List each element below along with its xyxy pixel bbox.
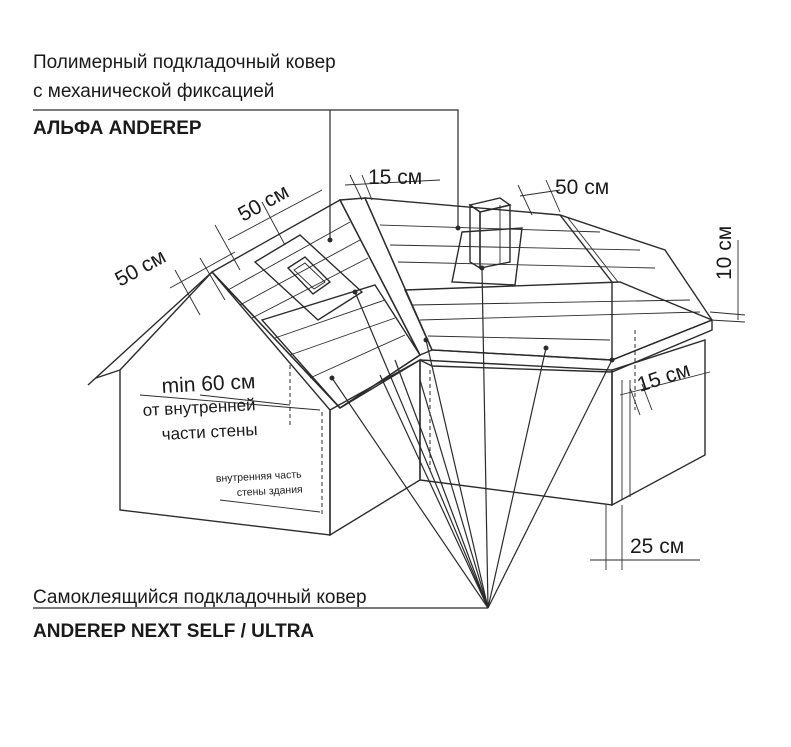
chimney-flashing — [451, 227, 523, 286]
bottom-product-name: ANDEREP NEXT SELF / ULTRA — [33, 621, 314, 642]
dim-eave-left: 50 см — [111, 245, 170, 291]
skylight-icon — [286, 256, 332, 295]
side-wall-right — [611, 339, 706, 507]
right-eave-membrane — [403, 281, 714, 361]
note-min-60: min 60 см — [161, 370, 256, 398]
dim-valley: 15 см — [368, 166, 422, 189]
valley-membrane — [338, 197, 433, 356]
callout-bottom: Самоклеящийся подкладочный ковер ANDEREP… — [33, 587, 488, 642]
top-product-name: АЛЬФА ANDEREP — [33, 118, 202, 139]
dim-hip-right-vertical: 10 см — [713, 226, 736, 280]
dim-wall-offset: 25 см — [630, 535, 684, 558]
dimension-lines — [139, 174, 746, 570]
callout-top: Полимерный подкладочный ковер с механиче… — [33, 52, 336, 139]
right-roof-slope — [363, 197, 714, 361]
note-wall-part: части стены — [161, 420, 258, 444]
leader-lines — [329, 109, 613, 609]
top-label-line2: с механической фиксацией — [33, 81, 274, 102]
top-label-line1: Полимерный подкладочный ковер — [33, 52, 336, 73]
note-from-inner: от внутренней — [142, 395, 256, 420]
note-inner-wall-line1: внутренняя часть — [216, 468, 303, 485]
wall-notes: min 60 см от внутренней части стены внут… — [142, 370, 303, 499]
dim-slope-left: 50 см — [234, 180, 293, 226]
dim-ridge-right: 50 см — [555, 176, 609, 199]
note-inner-wall-line2: стены здания — [237, 484, 303, 499]
dim-eave-right: 15 см — [634, 358, 693, 397]
leader-dots — [327, 225, 615, 381]
chimney — [468, 197, 512, 270]
bottom-label-line1: Самоклеящийся подкладочный ковер — [33, 587, 367, 608]
skylight-flashing — [253, 234, 364, 321]
